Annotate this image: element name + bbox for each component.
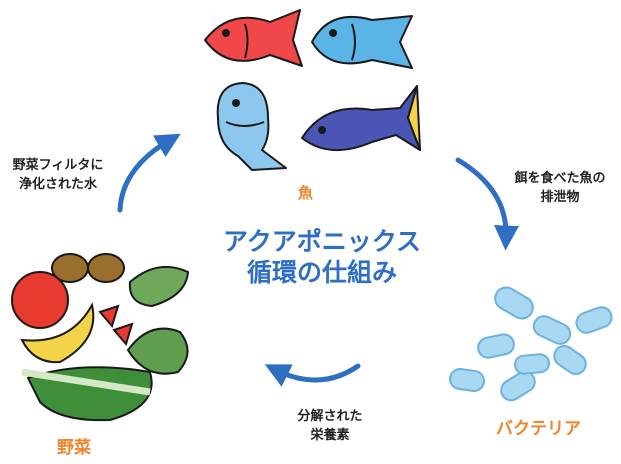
vegetables-illustration [11,253,190,422]
edge-label-line: 浄化された水 [18,177,97,192]
cycle-arrow-icon [117,133,181,213]
cyan-fish-icon [311,15,413,69]
node-label-bacteria: バクテリア [496,419,581,439]
diagram-title-line2: 循環の仕組み [246,258,397,287]
navy-fish-icon [301,85,421,152]
bacteria-illustration [449,286,613,402]
diagram-title-line1: アクアポニックス [222,227,421,256]
red-fish-icon [204,9,303,67]
edge-label-fish-to-bacteria: 餌を食べた魚の 排泄物 [500,169,620,207]
fish-illustration [204,9,421,171]
edge-label-line: 分解された [297,409,363,424]
light-blue-fish-icon [216,82,287,171]
diagram-title: アクアポニックス 循環の仕組み [212,226,432,288]
edge-label-bacteria-to-vegetables: 分解された 栄養素 [270,407,390,445]
node-label-fish: 魚 [298,184,314,202]
edge-label-vegetables-to-fish: 野菜フィルタに 浄化された水 [0,156,116,194]
edge-label-line: 栄養素 [310,428,350,443]
node-label-vegetables: 野菜 [57,438,91,458]
edge-label-line: 排泄物 [540,190,580,205]
edge-label-line: 餌を食べた魚の [514,171,606,186]
cycle-arrow-icon [264,363,361,387]
cycle-arrow-icon [455,157,520,251]
edge-label-line: 野菜フィルタに [12,158,104,173]
